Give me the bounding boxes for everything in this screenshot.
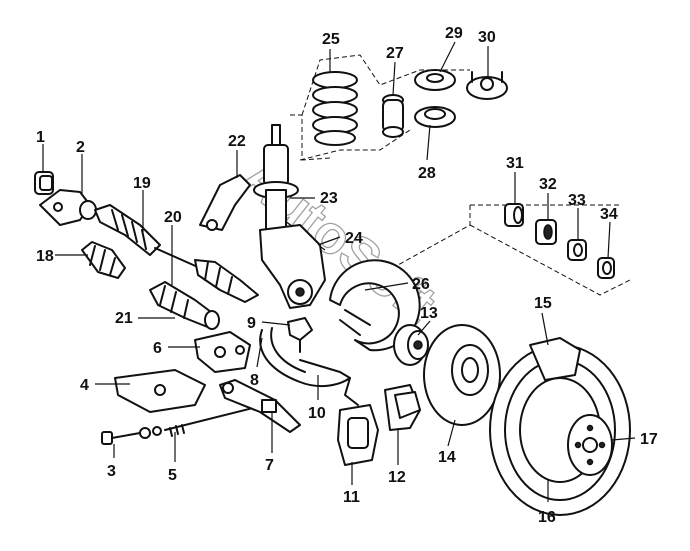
part-5-strut-rod [164,404,266,437]
callout-17: 17 [640,431,658,448]
part-13-hub [393,324,429,366]
part-18-boot [81,241,126,279]
part-19-drive-shaft [94,204,259,303]
part-6-bracket [194,331,251,373]
callout-27: 27 [386,45,404,62]
callout-3: 3 [107,463,116,480]
callout-34: 34 [600,206,618,223]
callout-13: 13 [420,305,438,322]
callout-6: 6 [153,340,162,357]
callout-12: 12 [388,469,406,486]
callout-22: 22 [228,133,246,150]
callout-23: 23 [320,190,338,207]
callout-21: 21 [115,310,133,327]
part-11-caliper [337,404,379,466]
callout-7: 7 [265,457,274,474]
part-7-control-arm [219,379,301,433]
callout-2: 2 [76,139,85,156]
callout-30: 30 [478,29,496,46]
callout-32: 32 [539,176,557,193]
callouts: 1 2 3 4 5 6 7 8 9 10 11 12 13 14 15 16 1… [36,25,658,526]
callout-29: 29 [445,25,463,42]
part-22-steering-arm [199,174,251,231]
callout-19: 19 [133,175,151,192]
part-14-brake-disc [423,324,501,426]
part-23-strut [253,124,299,231]
part-2-cv-joint-housing [39,189,97,226]
part-15-caliper-bracket [529,337,581,381]
callout-26: 26 [412,276,430,293]
callout-5: 5 [168,467,177,484]
part-24-knuckle [259,224,326,309]
part-29-spring-seat [414,69,456,91]
callout-28: 28 [418,165,436,182]
part-25-coil-spring [312,71,358,146]
part-30-mount-plate [466,71,508,100]
callout-16: 16 [538,509,556,526]
callout-18: 18 [36,248,54,265]
callout-25: 25 [322,31,340,48]
callout-14: 14 [438,449,456,466]
callout-11: 11 [343,489,360,506]
part-31-seal [504,203,524,227]
part-32-bearing [535,219,557,245]
part-28-bearing [414,106,456,128]
part-33-bearing [567,239,587,261]
part-3-bolt [101,426,162,445]
part-10-brake-line [299,359,359,406]
part-12-brake-pads [384,384,421,431]
callout-31: 31 [506,155,524,172]
callout-1: 1 [36,129,45,146]
leader-lines [42,41,636,502]
callout-10: 10 [308,405,326,422]
callout-33: 33 [568,192,586,209]
part-21-inner-boot [149,281,220,330]
callout-8: 8 [250,372,259,389]
part-1-nut [34,171,54,195]
part-34-nut [597,257,615,279]
callout-20: 20 [164,209,182,226]
callout-24: 24 [345,230,363,247]
part-26-dust-shield [329,259,421,352]
part-27-bump-stop [382,94,404,138]
part-17-hub-flange [567,414,613,476]
callout-4: 4 [80,377,89,394]
callout-15: 15 [534,295,552,312]
callout-9: 9 [247,315,256,332]
part-4-lower-arm [114,369,206,413]
part-9-ball-joint [287,317,313,353]
